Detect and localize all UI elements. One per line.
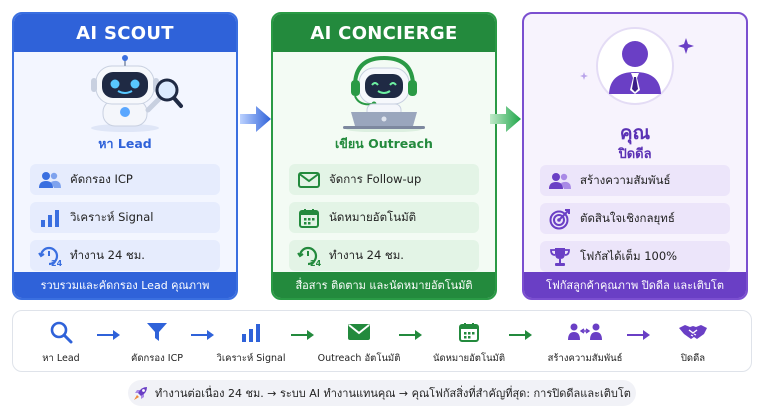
scout-item-signal: วิเคราะห์ Signal (30, 202, 220, 233)
flow-step-outreach: Outreach อัตโนมัติ (311, 317, 407, 366)
mail-icon (289, 171, 329, 188)
calendar-icon (289, 208, 329, 228)
arrow-right-icon (191, 330, 214, 340)
ai-scout-footer: รวบรวมและคัดกรอง Lead คุณภาพ (14, 272, 236, 298)
arrow-right-icon (627, 330, 650, 340)
target-icon (540, 208, 580, 230)
concierge-item-24h: 24 ทำงาน 24 ชม. (289, 240, 479, 271)
clock-24-icon: 24 (289, 245, 329, 267)
arrow-right-icon (291, 330, 314, 340)
arrow-right-icon (509, 330, 532, 340)
ai-concierge-footer: สื่อสาร ติดตาม และนัดหมายอัตโนมัติ (273, 272, 495, 298)
robot-headset-illustration (273, 52, 495, 133)
arrow-right-icon (490, 106, 521, 132)
you-item-label: สร้างความสัมพันธ์ (580, 172, 671, 187)
you-footer: โฟกัสลูกค้าคุณภาพ ปิดดีล และเติบโต (524, 272, 746, 298)
scout-item-label: วิเคราะห์ Signal (70, 209, 154, 224)
ai-concierge-title: AI CONCIERGE (273, 14, 495, 52)
concierge-item-followup: จัดการ Follow-up (289, 164, 479, 195)
svg-text:24: 24 (310, 259, 322, 267)
you-item-strategy: ตัดสินใจเชิงกลยุทธ์ (540, 203, 730, 234)
arrow-right-icon (399, 330, 422, 340)
you-role-sub: ปิดดีล (618, 147, 652, 162)
people-icon (540, 172, 580, 190)
scout-item-icp: คัดกรอง ICP (30, 164, 220, 195)
flow-step-signal: วิเคราะห์ Signal (203, 317, 299, 366)
ai-scout-card: AI SCOUT หา Lead (12, 12, 238, 300)
people-icon (537, 317, 633, 347)
flow-step-label: นัดหมายอัตโนมัติ (433, 353, 505, 364)
scout-item-label: คัดกรอง ICP (70, 171, 133, 186)
people-icon (30, 171, 70, 189)
calendar-icon (421, 317, 517, 347)
ai-scout-title: AI SCOUT (14, 14, 236, 52)
trophy-icon (540, 247, 580, 267)
clock-24-icon: 24 (30, 245, 70, 267)
you-card: คุณ ปิดดีล สร้างความสัมพันธ์ ตัดสินใจเชิ… (522, 12, 748, 300)
you-item-label: ตัดสินใจเชิงกลยุทธ์ (580, 210, 675, 225)
flow-step-find-lead: หา Lead (13, 317, 109, 366)
process-flow: หา Lead คัดกรอง ICP วิเคราะห์ Signal Out… (12, 310, 752, 372)
flow-step-label: Outreach อัตโนมัติ (317, 353, 401, 364)
you-item-label: โฟกัสได้เต็ม 100% (580, 248, 678, 263)
flow-step-label: หา Lead (42, 353, 80, 364)
scout-item-label: ทำงาน 24 ชม. (70, 247, 145, 262)
flow-step-schedule: นัดหมายอัตโนมัติ (421, 317, 517, 366)
concierge-item-schedule: นัดหมายอัตโนมัติ (289, 202, 479, 233)
handshake-icon (645, 317, 741, 347)
you-item-focus: โฟกัสได้เต็ม 100% (540, 241, 730, 272)
concierge-item-label: จัดการ Follow-up (329, 171, 422, 186)
bar-chart-icon (203, 317, 299, 347)
svg-text:24: 24 (51, 259, 63, 267)
ai-concierge-role: เขียน Outreach (335, 136, 433, 151)
flow-step-icp: คัดกรอง ICP (109, 317, 205, 366)
arrow-right-icon (97, 330, 120, 340)
scout-item-24h: 24 ทำงาน 24 ชม. (30, 240, 220, 271)
person-avatar-illustration (524, 20, 746, 112)
you-role: คุณ (619, 122, 651, 144)
robot-magnifier-illustration (14, 52, 236, 132)
flow-step-close-deal: ปิดดีล (645, 317, 741, 366)
summary-note: ทำงานต่อเนื่อง 24 ชม. → ระบบ AI ทำงานแทน… (128, 380, 636, 406)
rocket-icon (133, 385, 149, 401)
summary-note-text: ทำงานต่อเนื่อง 24 ชม. → ระบบ AI ทำงานแทน… (155, 387, 631, 400)
mail-icon (311, 317, 407, 347)
you-item-relationship: สร้างความสัมพันธ์ (540, 165, 730, 196)
search-icon (13, 317, 109, 347)
bar-chart-icon (30, 209, 70, 227)
flow-step-label: ปิดดีล (680, 353, 706, 364)
flow-step-label: วิเคราะห์ Signal (216, 353, 286, 364)
flow-step-label: คัดกรอง ICP (131, 353, 183, 364)
filter-icon (109, 317, 205, 347)
flow-step-relationship: สร้างความสัมพันธ์ (537, 317, 633, 366)
ai-concierge-card: AI CONCIERGE เขียน Outreach (271, 12, 497, 300)
ai-scout-role: หา Lead (98, 136, 152, 151)
flow-step-label: สร้างความสัมพันธ์ (547, 353, 623, 364)
concierge-item-label: นัดหมายอัตโนมัติ (329, 209, 417, 224)
concierge-item-label: ทำงาน 24 ชม. (329, 247, 404, 262)
arrow-right-icon (240, 106, 271, 132)
